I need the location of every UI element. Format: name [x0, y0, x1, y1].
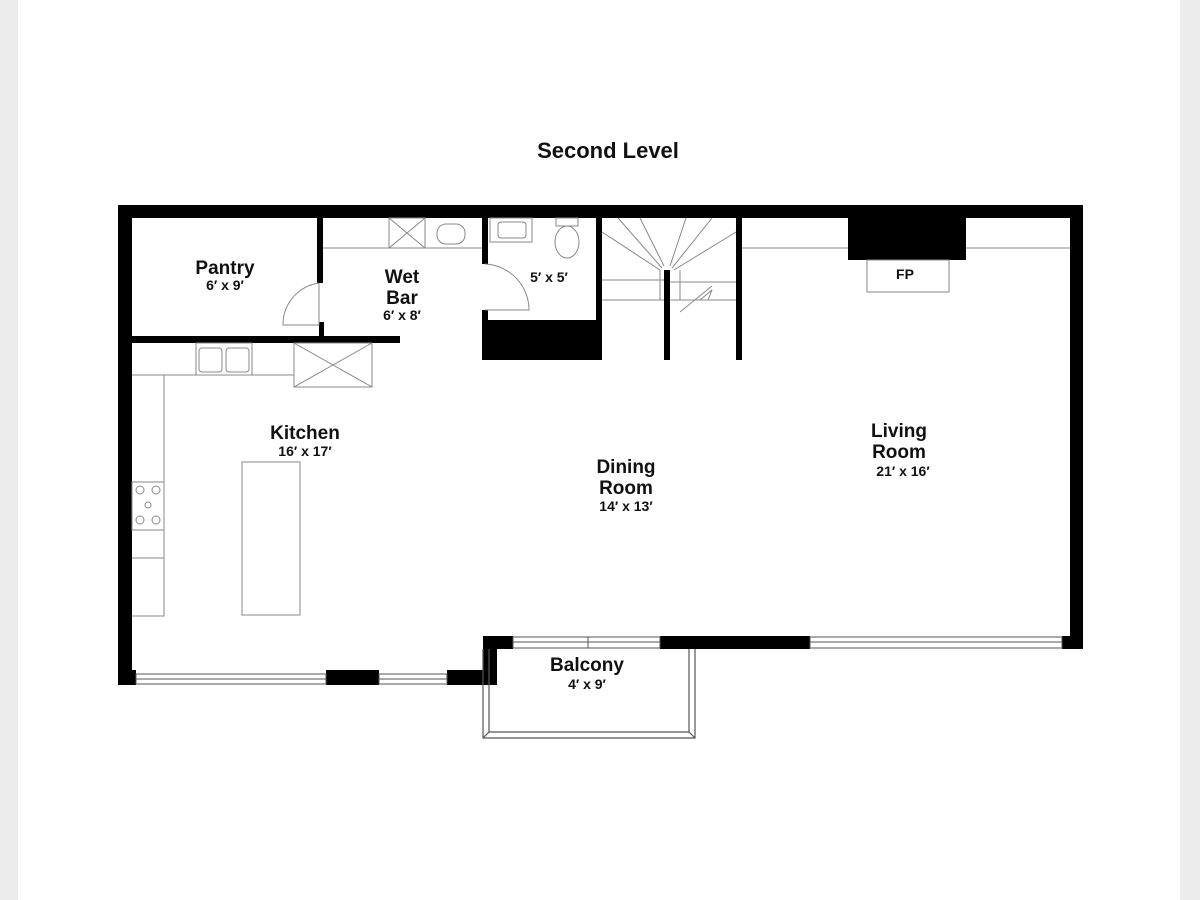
pantry-door-swing	[282, 282, 320, 326]
wall-wetbar-bath-stub	[482, 310, 488, 324]
bath-door-swing	[484, 263, 530, 311]
wall-wetbar-bath	[482, 218, 488, 264]
wetbar-sink	[436, 223, 466, 245]
fixtures	[131, 217, 1070, 617]
fireplace-label: FP	[896, 266, 914, 282]
balcony-label: Balcony	[550, 655, 624, 676]
wall-bottom-mid-b	[660, 636, 810, 649]
fireplace-hearth	[866, 259, 950, 293]
wetbar-label-2: Bar	[386, 288, 418, 309]
wall-pantry-kitchen	[132, 336, 400, 343]
bath-dims: 5′ x 5′	[530, 269, 568, 285]
wall-bottom-left-a	[118, 670, 136, 685]
living-dims: 21′ x 16′	[876, 463, 930, 479]
kitchen-shaft	[293, 342, 373, 388]
kitchen-double-sink	[195, 342, 253, 376]
wall-bottom-mid-a	[483, 636, 513, 649]
balcony-outline	[482, 649, 696, 739]
cooktop	[131, 481, 165, 531]
living-label-1: Living	[871, 421, 927, 442]
fireplace-block	[848, 218, 966, 260]
kitchen-dims: 16′ x 17′	[278, 443, 332, 459]
wall-bath-stair	[596, 218, 602, 360]
exterior-walls	[118, 205, 1083, 685]
wall-pantry-wetbar	[317, 218, 323, 283]
room-labels: Pantry 6′ x 9′ Wet Bar 6′ x 8′ 5′ x 5′ F…	[195, 258, 930, 692]
interior-walls	[132, 218, 966, 360]
wall-stair-living	[736, 218, 742, 360]
wall-top	[118, 205, 1083, 218]
toilet-tank	[555, 217, 579, 227]
balcony-dims: 4′ x 9′	[568, 676, 606, 692]
wall-bath-closet	[482, 320, 602, 360]
living-label-2: Room	[872, 442, 926, 463]
plan-title: Second Level	[537, 138, 679, 163]
kitchen-label: Kitchen	[270, 423, 340, 444]
wall-bottom-left-b	[326, 670, 379, 685]
pantry-label: Pantry	[195, 258, 255, 279]
bath-vanity	[489, 217, 533, 243]
wetbar-dims: 6′ x 8′	[383, 307, 421, 323]
wall-bottom-right-end	[1062, 636, 1083, 649]
wall-left	[118, 205, 132, 685]
windows	[135, 636, 1063, 685]
dining-label-2: Room	[599, 478, 653, 499]
wall-pantry-wetbar-stub	[319, 322, 324, 338]
toilet-bowl	[554, 225, 580, 259]
wall-right	[1070, 205, 1083, 649]
floor-plan-sheet: Second Level	[18, 0, 1180, 900]
wall-stair-post	[664, 270, 670, 360]
shaft	[388, 217, 426, 249]
wetbar-label-1: Wet	[385, 267, 420, 288]
wall-bottom-left-c	[447, 670, 491, 685]
kitchen-island	[241, 461, 301, 616]
dining-label-1: Dining	[596, 457, 655, 478]
pantry-dims: 6′ x 9′	[206, 277, 244, 293]
floor-plan: Second Level	[118, 138, 1083, 739]
dining-dims: 14′ x 13′	[599, 498, 653, 514]
staircase	[601, 217, 737, 313]
